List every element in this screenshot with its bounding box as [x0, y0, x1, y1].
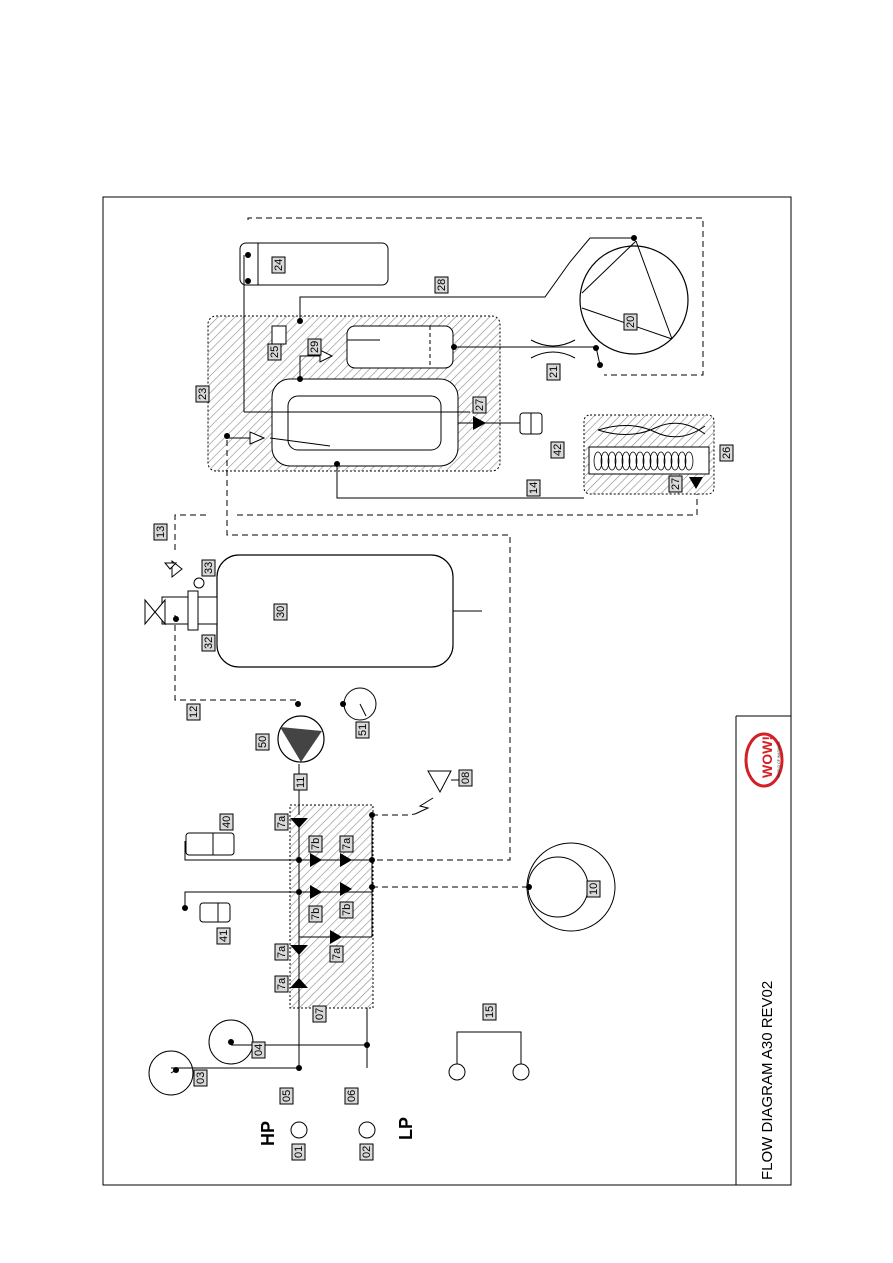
label-42: 42 — [550, 441, 565, 459]
manifold-07 — [289, 804, 374, 1009]
svg-text:24: 24 — [273, 259, 285, 271]
label-valve-7b-2: 7b — [308, 905, 323, 923]
label-28: 28 — [434, 276, 449, 294]
svg-text:7a: 7a — [341, 837, 353, 850]
svg-text:06: 06 — [346, 1090, 358, 1102]
svg-text:27: 27 — [670, 478, 682, 490]
svg-text:7b: 7b — [341, 904, 353, 916]
port-02 — [358, 1121, 376, 1139]
svg-text:29: 29 — [309, 341, 321, 353]
label-27a: 27 — [472, 396, 487, 414]
svg-text:10: 10 — [588, 883, 600, 895]
brand-logo: WOW! WORLD OF WASHING — [744, 732, 784, 788]
label-05: 05 — [279, 1087, 294, 1105]
svg-text:05: 05 — [281, 1090, 293, 1102]
label-07: 07 — [312, 1005, 327, 1023]
svg-text:02: 02 — [361, 1146, 373, 1158]
label-08: 08 — [458, 769, 473, 787]
component-40 — [185, 832, 235, 856]
svg-text:21: 21 — [548, 366, 560, 378]
label-21: 21 — [546, 363, 561, 381]
label-06: 06 — [344, 1087, 359, 1105]
label-25: 25 — [267, 343, 282, 361]
label-13: 13 — [153, 523, 168, 541]
label-valve-7a-5: 7a — [274, 975, 289, 993]
label-valve-7b-1: 7b — [308, 835, 323, 853]
label-33: 33 — [201, 559, 216, 577]
label-29: 29 — [307, 338, 322, 356]
heater-coil — [593, 451, 694, 471]
label-valve-7b-3: 7b — [339, 901, 354, 919]
svg-text:15: 15 — [484, 1006, 496, 1018]
label-04: 04 — [251, 1041, 266, 1059]
svg-text:50: 50 — [257, 736, 269, 748]
logo-text: WOW! — [759, 736, 775, 778]
label-51: 51 — [355, 721, 370, 739]
port-01 — [290, 1121, 308, 1139]
svg-text:25: 25 — [269, 346, 281, 358]
logo-subtext: WORLD OF WASHING — [777, 741, 781, 778]
component-41 — [199, 902, 231, 923]
svg-text:30: 30 — [275, 606, 287, 618]
tank-30 — [216, 554, 454, 668]
label-03: 03 — [193, 1069, 208, 1087]
label-26: 26 — [719, 444, 734, 462]
hp-label: HP — [258, 1121, 278, 1146]
svg-text:27: 27 — [474, 399, 486, 411]
svg-text:42: 42 — [552, 444, 564, 456]
label-40: 40 — [219, 813, 234, 831]
svg-text:41: 41 — [218, 930, 230, 942]
component-24 — [239, 242, 389, 286]
svg-text:11: 11 — [295, 777, 307, 788]
label-27b: 27 — [668, 475, 683, 493]
svg-text:01: 01 — [293, 1146, 305, 1158]
svg-text:33: 33 — [203, 562, 215, 574]
label-50: 50 — [255, 733, 270, 751]
label-11: 11 — [293, 773, 308, 791]
svg-text:07: 07 — [314, 1008, 326, 1020]
svg-text:51: 51 — [357, 724, 369, 736]
label-10: 10 — [586, 880, 601, 898]
component-25 — [271, 325, 287, 345]
diagram-title: FLOW DIAGRAM A30 REV02 — [759, 981, 776, 1180]
label-01: 01 — [291, 1143, 306, 1161]
svg-text:28: 28 — [436, 279, 448, 291]
compressor-20 — [579, 245, 689, 355]
svg-text:03: 03 — [195, 1072, 207, 1084]
svg-text:7a: 7a — [276, 815, 288, 828]
label-valve-7a-3: 7a — [329, 945, 344, 963]
label-02: 02 — [359, 1143, 374, 1161]
label-20: 20 — [623, 313, 638, 331]
svg-text:13: 13 — [155, 526, 167, 538]
label-23: 23 — [195, 385, 210, 403]
svg-text:23: 23 — [197, 388, 209, 400]
svg-text:7a: 7a — [331, 947, 343, 960]
label-30: 30 — [273, 603, 288, 621]
lp-label: LP — [396, 1117, 416, 1140]
label-15: 15 — [482, 1003, 497, 1021]
svg-text:20: 20 — [625, 316, 637, 328]
label-12: 12 — [186, 703, 201, 721]
svg-text:26: 26 — [721, 447, 733, 459]
svg-text:08: 08 — [460, 772, 472, 784]
svg-text:7a: 7a — [276, 945, 288, 958]
svg-text:7b: 7b — [310, 838, 322, 850]
label-valve-7a-2: 7a — [339, 835, 354, 853]
label-14: 14 — [526, 479, 541, 497]
label-32: 32 — [201, 634, 216, 652]
label-24: 24 — [271, 256, 286, 274]
svg-text:14: 14 — [528, 482, 540, 494]
svg-text:04: 04 — [253, 1044, 265, 1056]
svg-text:40: 40 — [221, 816, 233, 828]
svg-text:7a: 7a — [276, 977, 288, 990]
svg-text:32: 32 — [203, 637, 215, 649]
page-frame — [102, 196, 792, 1186]
label-valve-7a-1: 7a — [274, 813, 289, 831]
label-41: 41 — [216, 927, 231, 945]
svg-text:7b: 7b — [310, 908, 322, 920]
svg-text:12: 12 — [188, 706, 200, 718]
label-valve-7a-4: 7a — [274, 943, 289, 961]
